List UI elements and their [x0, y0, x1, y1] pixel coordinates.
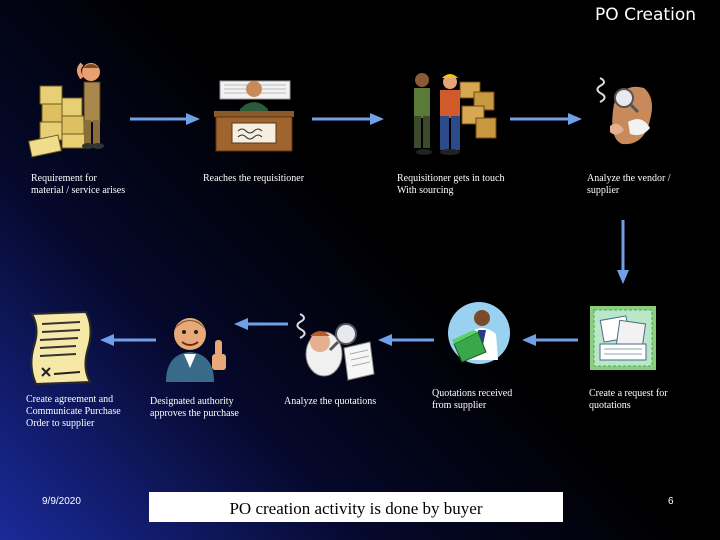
warehouse-worker-icon: [28, 62, 104, 158]
arrow-down: [617, 220, 629, 284]
arrow-right-3: [510, 113, 582, 125]
step-caption-analyze-quotations: Analyze the quotations: [284, 396, 377, 407]
page-number: 6: [668, 496, 674, 507]
arrow-left-1: [522, 334, 578, 346]
scroll-document-icon: [30, 310, 92, 386]
arrow-left-3: [234, 318, 288, 330]
magnifier-inspector-icon: [596, 77, 652, 145]
request-document-icon: [590, 306, 656, 370]
step-caption-quotations-received: Quotations received from supplier: [432, 388, 513, 411]
footer-note: PO creation activity is done by buyer: [149, 492, 563, 522]
step-caption-create-agreement: Create agreement and Communicate Purchas…: [26, 394, 121, 429]
workers-meeting-icon: [414, 73, 497, 155]
step-caption-request-quotations: Create a request for quotations: [589, 388, 668, 411]
arrow-right-2: [312, 113, 384, 125]
step-caption-requirement: Requirement for material / service arise…: [31, 173, 126, 196]
step-caption-reaches-requisitioner: Reaches the requisitioner: [203, 173, 305, 184]
desk-worker-icon: [214, 80, 294, 152]
arrow-left-4: [100, 334, 156, 346]
step-caption-analyze-vendor: Analyze the vendor / supplier: [587, 173, 671, 196]
magnifier-reading-icon: [296, 313, 375, 381]
arrow-left-2: [378, 334, 434, 346]
step-caption-approval: Designated authority approves the purcha…: [150, 396, 239, 419]
slide-title: PO Creation: [595, 5, 696, 25]
arrow-right-1: [130, 113, 200, 125]
footer-date: 9/9/2020: [42, 496, 81, 507]
person-with-folder-icon: [448, 302, 510, 364]
thumbs-up-man-icon: [166, 318, 226, 382]
step-caption-contact-sourcing: Requisitioner gets in touch With sourcin…: [397, 173, 505, 196]
